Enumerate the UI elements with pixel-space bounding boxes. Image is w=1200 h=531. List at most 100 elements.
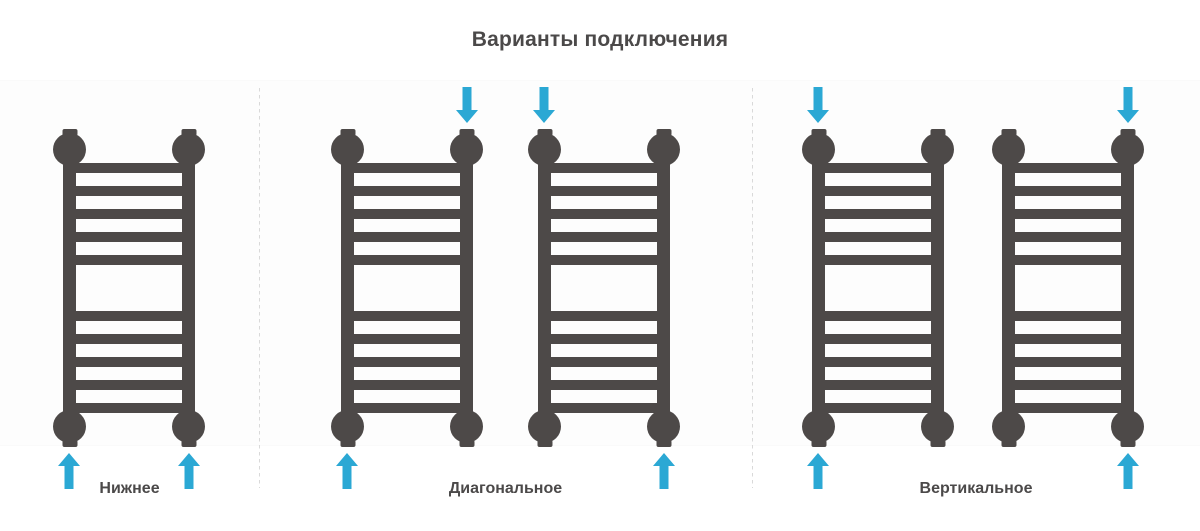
radiator-rung bbox=[812, 311, 944, 321]
radiator-rung bbox=[812, 163, 944, 173]
radiator-rung bbox=[341, 232, 473, 242]
radiator-rung bbox=[538, 311, 670, 321]
group-divider-1 bbox=[259, 88, 260, 488]
radiator-rung bbox=[538, 186, 670, 196]
radiator-rung bbox=[812, 380, 944, 390]
radiator-rung bbox=[1002, 311, 1134, 321]
connector-stem bbox=[340, 440, 355, 447]
radiator-rung bbox=[341, 357, 473, 367]
radiator-rung bbox=[63, 357, 195, 367]
connector-stem bbox=[1120, 440, 1135, 447]
connector-stem bbox=[811, 129, 826, 136]
radiator-rung bbox=[1002, 209, 1134, 219]
connector-knob-top-right bbox=[1111, 129, 1144, 166]
connector-stem bbox=[459, 440, 474, 447]
group-diagonal-connection: Диагональное bbox=[259, 87, 752, 498]
connector-knob-top-left bbox=[53, 129, 86, 166]
connector-stem bbox=[1001, 440, 1016, 447]
radiator-rung bbox=[63, 255, 195, 265]
arrow-up-right-icon bbox=[653, 453, 675, 489]
connector-stem bbox=[181, 440, 196, 447]
radiator-rung bbox=[812, 403, 944, 413]
radiator-rung bbox=[341, 334, 473, 344]
group-label-bottom: Нижнее bbox=[99, 480, 160, 497]
radiator-rung bbox=[1002, 255, 1134, 265]
radiator-rung bbox=[341, 380, 473, 390]
connector-knob-bottom-left bbox=[53, 410, 86, 447]
connector-knob-top-left bbox=[802, 129, 835, 166]
radiator-rung bbox=[812, 186, 944, 196]
group-vertical-connection: Вертикальное bbox=[752, 87, 1200, 498]
radiator-3 bbox=[516, 87, 692, 489]
radiator-rung bbox=[538, 403, 670, 413]
radiator-rung bbox=[341, 209, 473, 219]
connector-stem bbox=[656, 440, 671, 447]
connector-knob-bottom-left bbox=[802, 410, 835, 447]
radiator-rung bbox=[1002, 232, 1134, 242]
connector-stem bbox=[930, 440, 945, 447]
radiator-rung bbox=[63, 209, 195, 219]
connector-knob-bottom-right bbox=[450, 410, 483, 447]
radiator-rung bbox=[812, 357, 944, 367]
radiator-rung bbox=[538, 255, 670, 265]
radiator-rung bbox=[812, 232, 944, 242]
radiator-4 bbox=[790, 87, 966, 489]
radiator-rung bbox=[63, 311, 195, 321]
connector-stem bbox=[1001, 129, 1016, 136]
radiator-rung bbox=[63, 403, 195, 413]
group-divider-2 bbox=[752, 88, 753, 488]
connector-stem bbox=[811, 440, 826, 447]
radiator-rung bbox=[1002, 357, 1134, 367]
radiator-rung bbox=[341, 255, 473, 265]
group-label-vertical: Вертикальное bbox=[919, 480, 1033, 497]
arrow-down-right-icon bbox=[456, 87, 478, 123]
radiator-1 bbox=[41, 129, 217, 489]
connector-knob-bottom-right bbox=[647, 410, 680, 447]
radiator-rung bbox=[1002, 186, 1134, 196]
arrow-down-left-icon bbox=[807, 87, 829, 123]
group-label-diagonal: Диагональное bbox=[448, 480, 563, 497]
radiator-rung bbox=[538, 380, 670, 390]
radiator-rung bbox=[1002, 380, 1134, 390]
connector-stem bbox=[459, 129, 474, 136]
radiator-rung bbox=[63, 380, 195, 390]
connector-stem bbox=[537, 129, 552, 136]
arrow-up-left-icon bbox=[58, 453, 80, 489]
connector-knob-bottom-right bbox=[1111, 410, 1144, 447]
radiator-rung bbox=[63, 186, 195, 196]
group-bottom-connection: Нижнее bbox=[0, 88, 259, 498]
radiator-2 bbox=[319, 87, 495, 489]
arrow-up-right-icon bbox=[178, 453, 200, 489]
connector-knob-top-right bbox=[450, 129, 483, 166]
radiator-rung bbox=[63, 163, 195, 173]
radiator-rung bbox=[1002, 403, 1134, 413]
radiator-rung bbox=[538, 232, 670, 242]
arrow-down-left-icon bbox=[533, 87, 555, 123]
radiator-rung bbox=[812, 209, 944, 219]
connector-knob-top-left bbox=[331, 129, 364, 166]
connector-knob-bottom-right bbox=[921, 410, 954, 447]
radiator-rung bbox=[341, 186, 473, 196]
radiator-rung bbox=[341, 163, 473, 173]
radiator-rung bbox=[538, 163, 670, 173]
connector-stem bbox=[62, 440, 77, 447]
connector-stem bbox=[656, 129, 671, 136]
connector-stem bbox=[930, 129, 945, 136]
connector-knob-top-left bbox=[992, 129, 1025, 166]
connector-stem bbox=[340, 129, 355, 136]
connector-knob-top-left bbox=[528, 129, 561, 166]
radiator-rung bbox=[63, 334, 195, 344]
page-title: Варианты подключения bbox=[471, 28, 729, 51]
connector-knob-bottom-right bbox=[172, 410, 205, 447]
arrow-up-left-icon bbox=[807, 453, 829, 489]
radiator-rung bbox=[1002, 334, 1134, 344]
arrow-up-left-icon bbox=[336, 453, 358, 489]
radiator-rung bbox=[812, 255, 944, 265]
radiator-rung bbox=[341, 403, 473, 413]
radiator-rung bbox=[812, 334, 944, 344]
radiator-rung bbox=[1002, 163, 1134, 173]
arrow-up-right-icon bbox=[1117, 453, 1139, 489]
connector-knob-bottom-left bbox=[528, 410, 561, 447]
radiator-rung bbox=[538, 357, 670, 367]
connector-stem bbox=[537, 440, 552, 447]
